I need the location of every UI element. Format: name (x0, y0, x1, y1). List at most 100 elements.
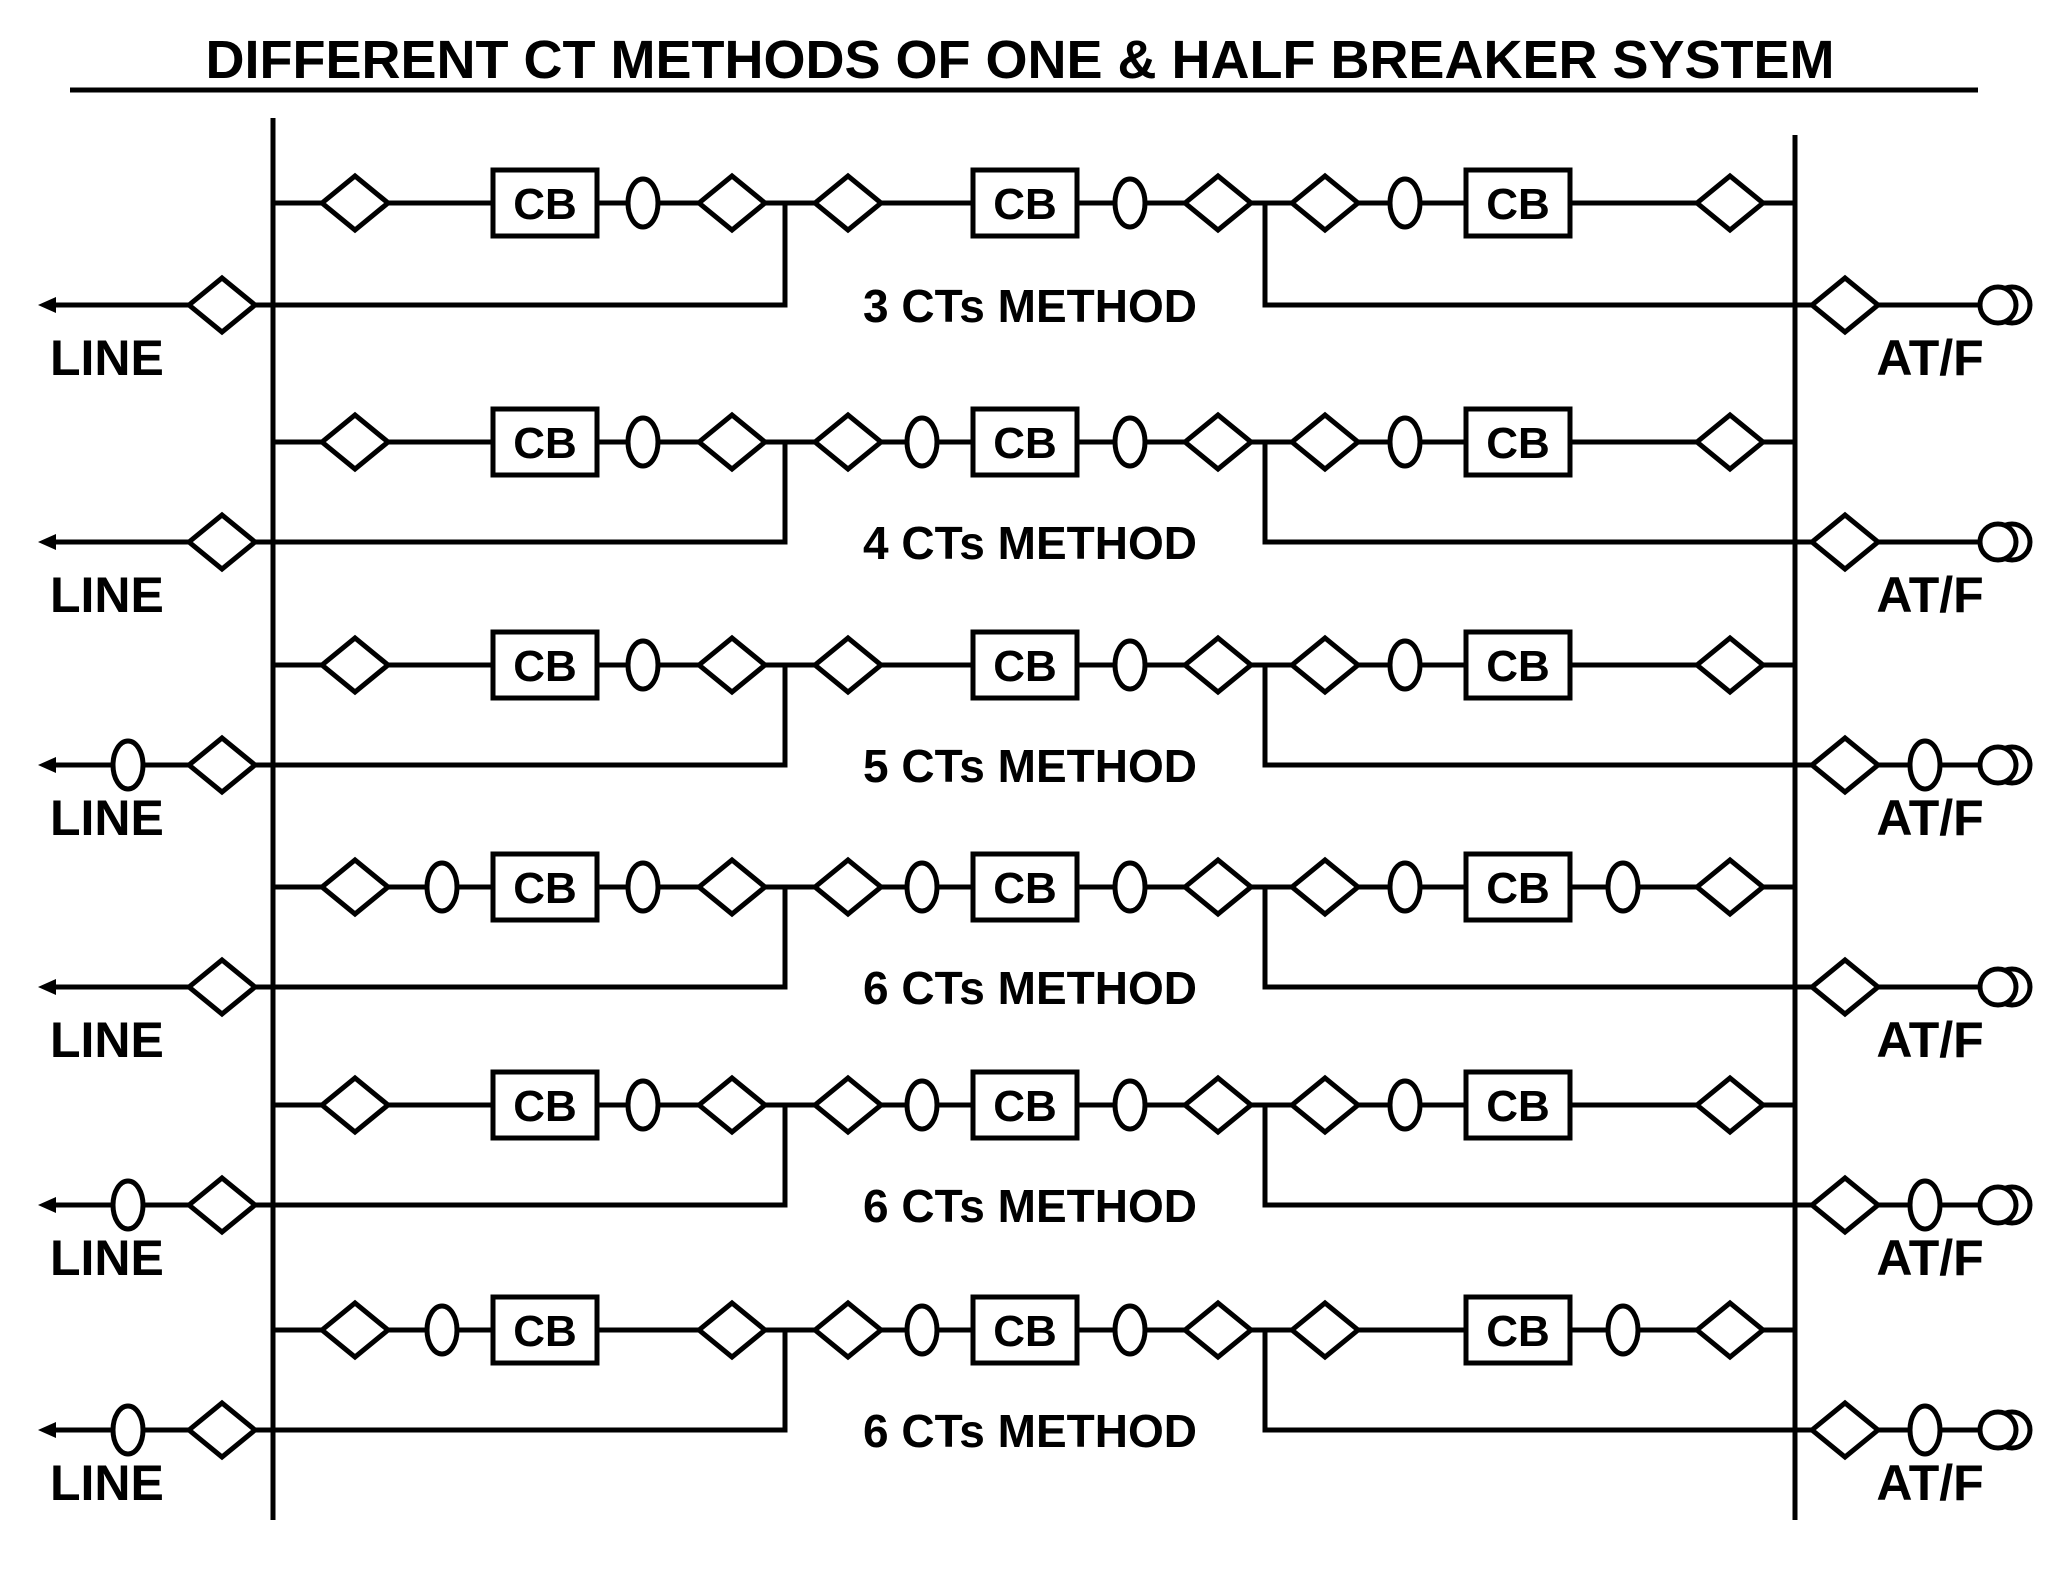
current-transformer-icon (1387, 638, 1423, 692)
breaker-box (970, 167, 1080, 239)
atf-label: AT/F (1876, 790, 1983, 846)
isolator-icon (1181, 1074, 1255, 1136)
isolator-icon (695, 1299, 769, 1361)
line-label: LINE (50, 790, 164, 846)
isolator-icon (1181, 172, 1255, 234)
current-transformer-icon (625, 1078, 661, 1132)
isolator-icon (1808, 734, 1882, 796)
breaker-label: CB (513, 1307, 577, 1356)
isolator-icon (1808, 1399, 1882, 1461)
isolator-icon (1288, 1299, 1362, 1361)
isolator-icon (811, 634, 885, 696)
arrow-left-icon (38, 1197, 56, 1213)
circuit-breaker: CB (970, 1294, 1080, 1366)
circuit-breaker: CB (970, 851, 1080, 923)
current-transformer-icon (1605, 860, 1641, 914)
isolator-icon (185, 1174, 259, 1236)
circuit-breaker: CB (970, 406, 1080, 478)
isolator-icon (811, 1299, 885, 1361)
isolator-icon (1693, 856, 1767, 918)
breaker-label: CB (993, 180, 1057, 229)
isolator-icon (185, 956, 259, 1018)
breaker-box (1463, 629, 1573, 701)
breaker-box (1463, 406, 1573, 478)
breaker-box (970, 629, 1080, 701)
arrow-left-icon (38, 534, 56, 550)
current-transformer-icon (625, 860, 661, 914)
atf-label: AT/F (1876, 330, 1983, 386)
circuit-breaker: CB (970, 167, 1080, 239)
current-transformer-icon (1387, 860, 1423, 914)
breaker-box (1463, 851, 1573, 923)
breaker-box (490, 629, 600, 701)
atf-label: AT/F (1876, 1012, 1983, 1068)
current-transformer-icon (1605, 1303, 1641, 1357)
arrow-left-icon (38, 757, 56, 773)
arrow-left-icon (38, 979, 56, 995)
breaker-label: CB (1486, 419, 1550, 468)
circuit-breaker: CB (1463, 629, 1573, 701)
current-transformer-icon (1112, 1303, 1148, 1357)
breaker-box (970, 1069, 1080, 1141)
isolator-icon (1693, 172, 1767, 234)
isolator-icon (1693, 634, 1767, 696)
isolator-icon (1808, 956, 1882, 1018)
breaker-box (490, 1069, 600, 1141)
current-transformer-icon (904, 1078, 940, 1132)
current-transformer-icon (625, 176, 661, 230)
transformer-icon (1977, 744, 2033, 786)
isolator-icon (1288, 411, 1362, 473)
current-transformer-icon (1907, 1403, 1943, 1457)
isolator-icon (1181, 634, 1255, 696)
current-transformer-icon (1112, 176, 1148, 230)
transformer-icon (1977, 966, 2033, 1008)
isolator-icon (1181, 856, 1255, 918)
line-label: LINE (50, 330, 164, 386)
atf-label: AT/F (1876, 567, 1983, 623)
breaker-label: CB (993, 864, 1057, 913)
circuit-breaker: CB (1463, 1294, 1573, 1366)
breaker-label: CB (513, 419, 577, 468)
isolator-icon (318, 856, 392, 918)
breaker-label: CB (993, 1307, 1057, 1356)
diagram-title: DIFFERENT CT METHODS OF ONE & HALF BREAK… (205, 30, 1834, 90)
current-transformer-icon (1387, 1078, 1423, 1132)
isolator-icon (695, 1074, 769, 1136)
isolator-icon (185, 1399, 259, 1461)
isolator-icon (1288, 634, 1362, 696)
circuit-breaker: CB (1463, 851, 1573, 923)
isolator-icon (811, 856, 885, 918)
current-transformer-icon (904, 1303, 940, 1357)
current-transformer-icon (110, 1178, 146, 1232)
method-label: 6 CTs METHOD (863, 962, 1197, 1014)
breaker-label: CB (513, 1082, 577, 1131)
circuit-breaker: CB (1463, 1069, 1573, 1141)
atf-label: AT/F (1876, 1455, 1983, 1511)
line-label: LINE (50, 567, 164, 623)
arrow-left-icon (38, 1422, 56, 1438)
line-label: LINE (50, 1012, 164, 1068)
isolator-icon (695, 172, 769, 234)
isolator-icon (811, 1074, 885, 1136)
isolator-icon (1693, 1299, 1767, 1361)
circuit-breaker: CB (970, 1069, 1080, 1141)
method-label: 3 CTs METHOD (863, 280, 1197, 332)
transformer-icon (1977, 284, 2033, 326)
isolator-icon (1808, 1174, 1882, 1236)
breaker-box (970, 1294, 1080, 1366)
isolator-icon (1288, 1074, 1362, 1136)
atf-label: AT/F (1876, 1230, 1983, 1286)
breaker-label: CB (1486, 1082, 1550, 1131)
breaker-box (490, 851, 600, 923)
isolator-icon (1181, 411, 1255, 473)
breaker-label: CB (993, 1082, 1057, 1131)
transformer-icon (1977, 1184, 2033, 1226)
isolator-icon (695, 634, 769, 696)
isolator-icon (185, 274, 259, 336)
breaker-box (490, 167, 600, 239)
